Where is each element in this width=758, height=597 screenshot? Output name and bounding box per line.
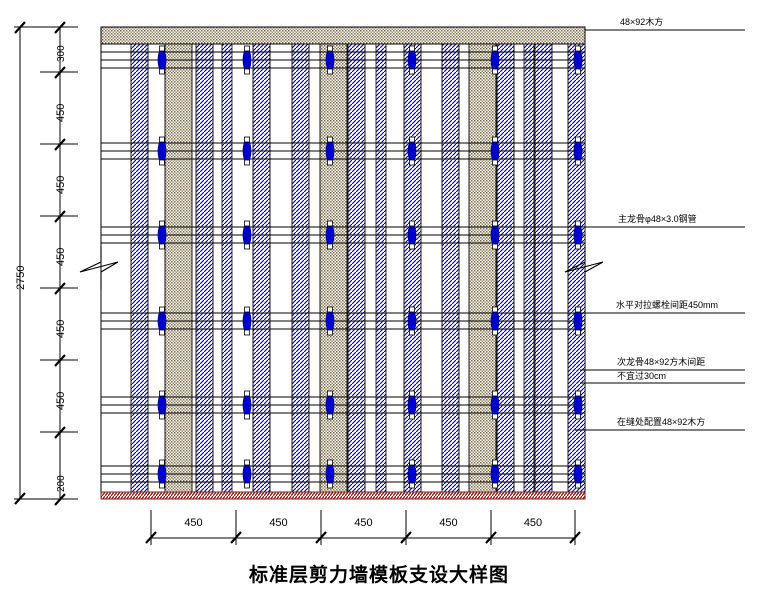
dim-seg-h-4: 450 (439, 517, 458, 529)
dim-seg-v-4: 450 (55, 247, 67, 266)
dim-seg-h-1: 450 (184, 517, 203, 529)
timber-column-group (164, 43, 497, 500)
dim-seg-h-3: 450 (354, 517, 373, 529)
dim-seg-v-1: 300 (56, 45, 67, 62)
secondary-joist-group (130, 43, 586, 500)
dim-seg-h-2: 450 (269, 517, 288, 529)
dim-total-vertical: 2750 (15, 265, 27, 290)
dim-seg-v-5: 450 (55, 319, 67, 338)
callout-tie-bolt: 水平对拉螺栓间距450mm (616, 300, 719, 310)
tie-bolt-group (157, 45, 583, 489)
vertical-dimension-chain (14, 21, 78, 506)
dim-seg-v-3: 450 (55, 175, 67, 194)
drawing-title: 标准层剪力墙模板支设大样图 (248, 564, 509, 586)
break-symbol-right (564, 247, 604, 290)
horizontal-dimension-chain (145, 510, 581, 545)
dim-seg-v-7: 200 (56, 475, 67, 492)
callout-sec-joist-line2: 不宜过30cm (617, 371, 667, 381)
formwork-section (79, 26, 604, 500)
callout-sec-joist-line1: 次龙骨48×92方木间距 (617, 357, 706, 367)
callout-leaders (575, 29, 745, 431)
dim-seg-h-5: 450 (523, 517, 543, 529)
callout-top-timber: 48×92木方 (620, 17, 664, 27)
main-joist-lines (101, 51, 585, 483)
break-symbol-left (79, 247, 119, 290)
dim-seg-v-2: 450 (55, 103, 67, 122)
callout-main-joist: 主龙骨φ48×3.0钢管 (618, 214, 697, 224)
callout-joint-timber: 在缝处配置48×92木方 (617, 417, 706, 427)
dim-seg-v-6: 450 (55, 391, 67, 410)
